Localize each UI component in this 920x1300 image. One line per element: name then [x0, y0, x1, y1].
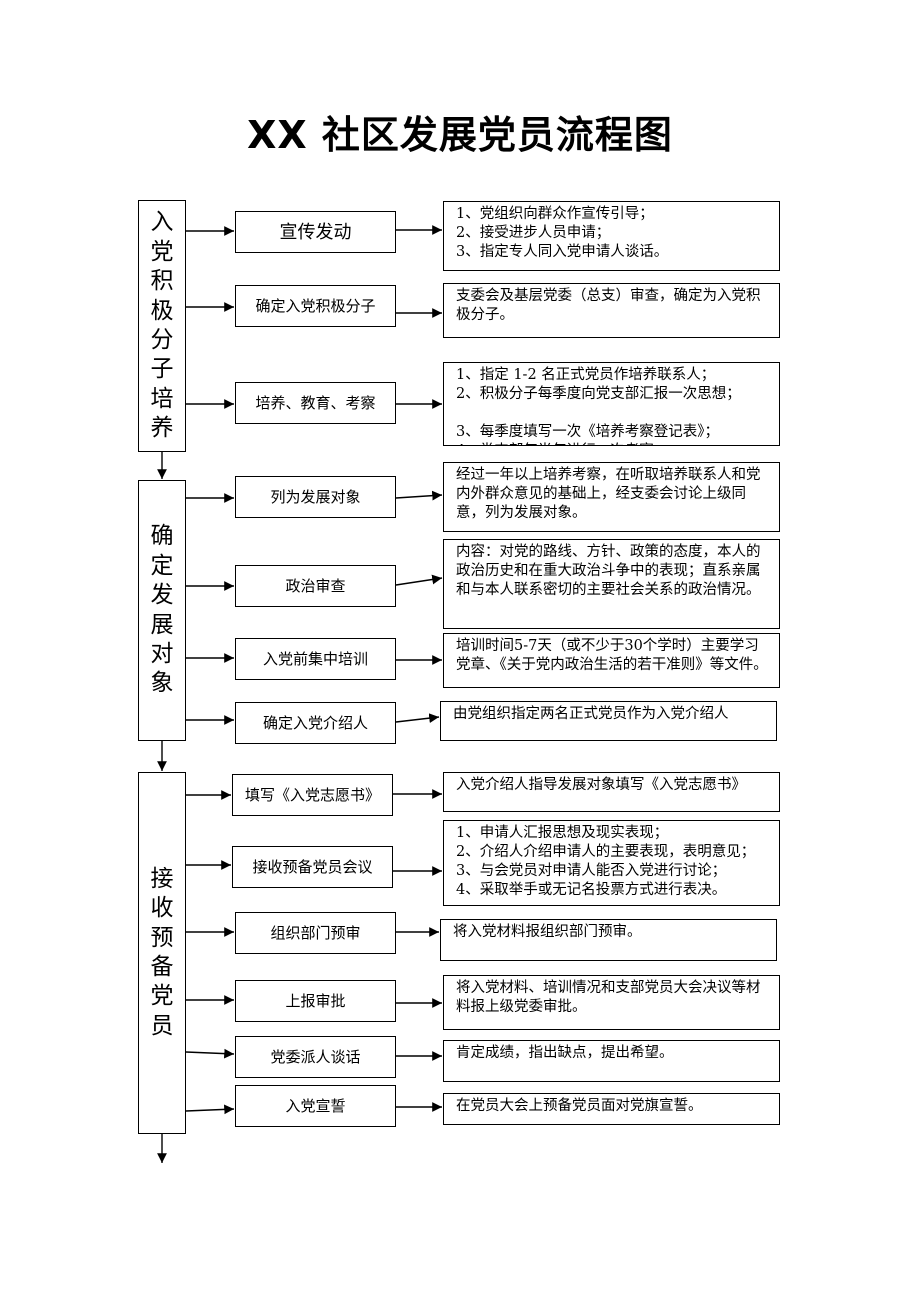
stage-label-char: 培 [150, 385, 174, 412]
stage-label-char: 确 [150, 523, 174, 550]
desc-line: 内容：对党的路线、方针、政策的态度，本人的政治历史和在重大政治斗争中的表现；直系… [456, 544, 761, 598]
step-box-centralized-training: 入党前集中培训 [235, 638, 396, 680]
desc-line: 1、党组织向群众作宣传引导； [456, 206, 654, 222]
desc-box-publicity: 1、党组织向群众作宣传引导； 2、接受进步人员申请； 3、指定专人同入党申请人谈话。 [443, 201, 780, 271]
step-box-application-form: 填写《入党志愿书》 [232, 774, 393, 816]
desc-box-confirm-activist: 支委会及基层党委（总支）审查，确定为入党积极分子。 [443, 283, 780, 338]
step-box-development-target: 列为发展对象 [235, 476, 396, 518]
desc-line: 由党组织指定两名正式党员作为入党介绍人 [453, 706, 729, 722]
desc-box-committee-talk: 肯定成绩，指出缺点，提出希望。 [443, 1040, 780, 1082]
desc-line: 支委会及基层党委（总支）审查，确定为入党积极分子。 [456, 288, 761, 323]
stage-label-char: 子 [150, 356, 174, 383]
step-box-committee-talk: 党委派人谈话 [235, 1036, 396, 1078]
stage-label-char: 预 [150, 924, 174, 951]
desc-line: 经过一年以上培养考察，在听取培养联系人和党内外群众意见的基础上，经支委会讨论上级… [456, 467, 761, 521]
stage-label-char: 养 [150, 415, 174, 442]
desc-box-application-form: 入党介绍人指导发展对象填写《入党志愿书》 [443, 772, 780, 812]
stage-label-char: 定 [150, 552, 174, 579]
stage-label-char: 展 [150, 611, 174, 638]
desc-line: 在党员大会上预备党员面对党旗宣誓。 [456, 1098, 703, 1114]
arrow-stage-to-step [185, 1104, 235, 1115]
stage-candidate-box: 确定发展对象 [138, 480, 186, 741]
step-box-oath: 入党宣誓 [235, 1085, 396, 1127]
desc-box-political-review: 内容：对党的路线、方针、政策的态度，本人的政治历史和在重大政治斗争中的表现；直系… [443, 539, 780, 629]
stage-label-char: 员 [150, 1012, 174, 1039]
arrow-stage-to-step [185, 1048, 235, 1059]
stage-label-char: 党 [150, 983, 174, 1010]
stage-label-char: 收 [150, 895, 174, 922]
desc-line: 3、与会党员对申请人能否入党进行讨论； [456, 863, 727, 879]
stage-label-char: 备 [150, 954, 174, 980]
step-box-introducer: 确定入党介绍人 [235, 702, 396, 744]
desc-box-training: 1、指定 1-2 名正式党员作培养联系人； 2、积极分子每季度向党支部汇报一次思想… [443, 362, 780, 446]
desc-box-pre-review: 将入党材料报组织部门预审。 [440, 919, 777, 961]
desc-line: 2、介绍人介绍申请人的主要表现，表明意见； [456, 844, 756, 860]
step-box-publicity: 宣传发动 [235, 211, 396, 253]
stage-label-char: 对 [150, 640, 174, 667]
desc-line: 1、申请人汇报思想及现实表现； [456, 825, 669, 841]
desc-box-centralized-training: 培训时间5-7天（或不少于30个学时）主要学习党章、《关于党内政治生活的若干准则… [443, 633, 780, 688]
stage-label-char: 极 [150, 297, 174, 324]
desc-line: 肯定成绩，指出缺点，提出希望。 [456, 1045, 674, 1061]
desc-line: 入党介绍人指导发展对象填写《入党志愿书》 [456, 777, 746, 793]
desc-line: 3、每季度填写一次《培养考察登记表》； [456, 424, 719, 440]
step-box-political-review: 政治审查 [235, 565, 396, 607]
step-box-acceptance-meeting: 接收预备党员会议 [232, 846, 393, 888]
desc-line: 培训时间5-7天（或不少于30个学时）主要学习党章、《关于党内政治生活的若干准则… [456, 638, 768, 673]
page-title: XX 社区发展党员流程图 [247, 113, 673, 157]
stage-label-char: 分 [150, 327, 174, 353]
step-box-confirm-activist: 确定入党积极分子 [235, 285, 396, 327]
desc-line: 4、党支部每半年进行一次考察。 [456, 442, 771, 445]
desc-line: 3、指定专人同入党申请人谈话。 [456, 244, 669, 260]
desc-box-oath: 在党员大会上预备党员面对党旗宣誓。 [443, 1093, 780, 1125]
desc-line: 2、积极分子每季度向党支部汇报一次思想； [456, 386, 741, 402]
stage-activist-box: 入党积极分子培养 [138, 200, 186, 452]
stage-label-char: 积 [150, 268, 174, 295]
desc-line: 将入党材料、培训情况和支部党员大会决议等材料报上级党委审批。 [456, 980, 761, 1015]
stage-label-char: 党 [150, 238, 174, 265]
desc-line: 1、指定 1-2 名正式党员作培养联系人； [456, 367, 716, 383]
desc-line: 2、接受进步人员申请； [456, 225, 611, 241]
desc-box-development-target: 经过一年以上培养考察，在听取培养联系人和党内外群众意见的基础上，经支委会讨论上级… [443, 462, 780, 532]
step-box-training: 培养、教育、考察 [235, 382, 396, 424]
desc-line: 4、采取举手或无记名投票方式进行表决。 [456, 882, 727, 898]
arrow-step-to-desc [395, 490, 443, 501]
arrow-step-to-desc [395, 713, 440, 723]
step-box-pre-review: 组织部门预审 [235, 912, 396, 954]
stage-label-char: 入 [150, 209, 174, 236]
stage-label-char: 接 [150, 865, 174, 892]
desc-box-report-approval: 将入党材料、培训情况和支部党员大会决议等材料报上级党委审批。 [443, 975, 780, 1030]
desc-box-introducer: 由党组织指定两名正式党员作为入党介绍人 [440, 701, 777, 741]
desc-box-acceptance-meeting: 1、申请人汇报思想及现实表现； 2、介绍人介绍申请人的主要表现，表明意见； 3、与会… [443, 820, 780, 906]
arrow-step-to-desc [395, 574, 443, 586]
step-box-report-approval: 上报审批 [235, 980, 396, 1022]
stage-probationary-box: 接收预备党员 [138, 772, 186, 1134]
stage-label-char: 发 [150, 582, 174, 609]
stage-label-char: 象 [150, 670, 174, 697]
desc-line: 将入党材料报组织部门预审。 [453, 924, 642, 940]
